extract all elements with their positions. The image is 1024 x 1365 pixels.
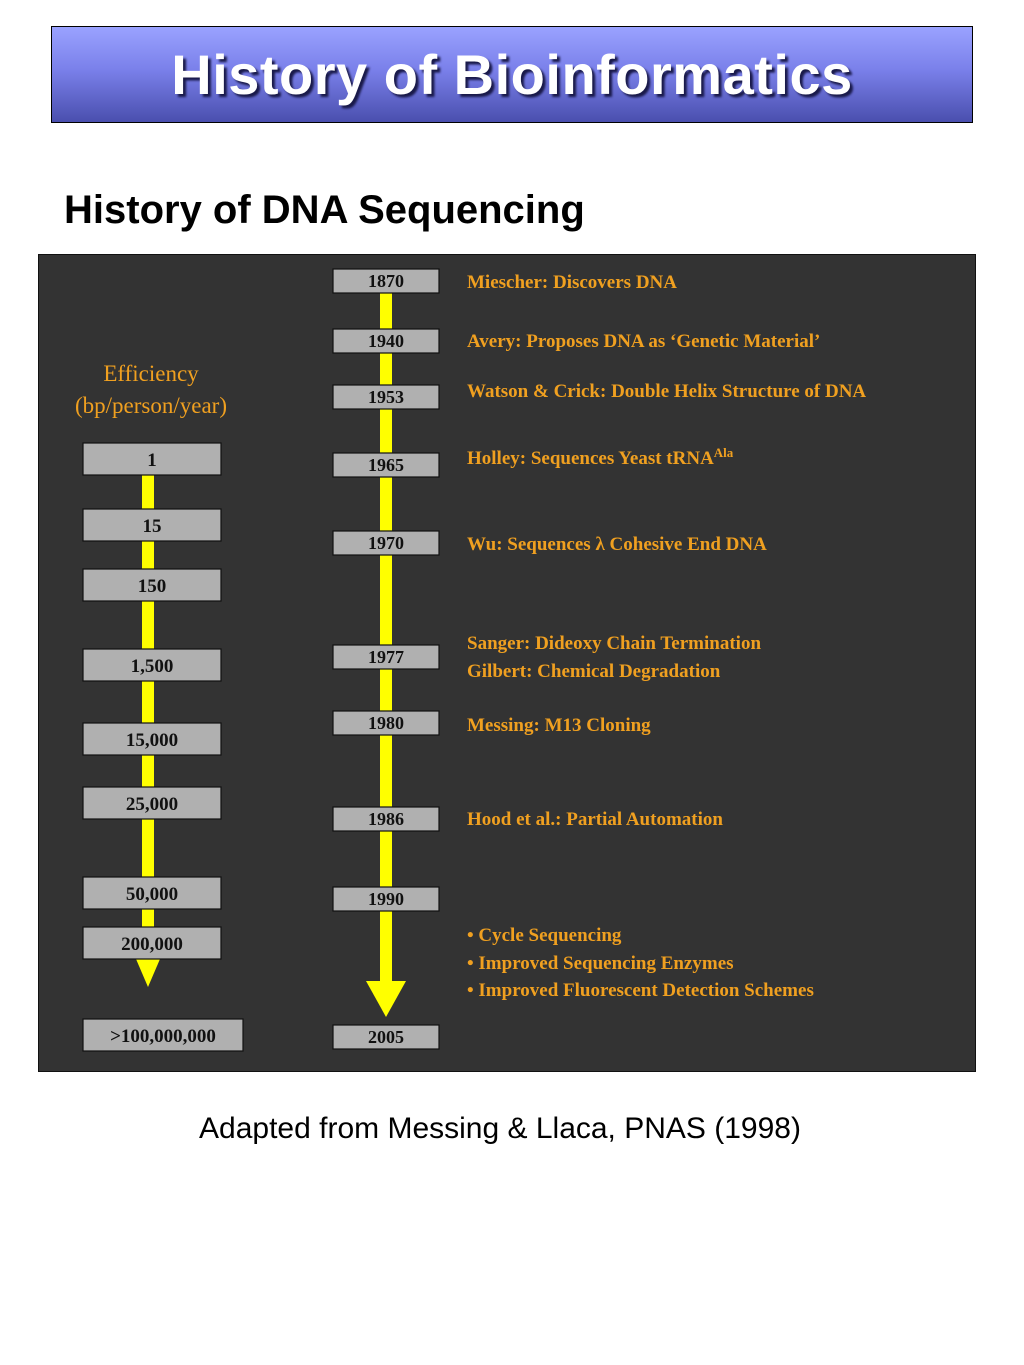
- event-label: Sanger: Dideoxy Chain Termination: [467, 633, 761, 654]
- year-label: 1990: [368, 889, 404, 909]
- year-box: [332, 710, 440, 736]
- efficiency-box: [82, 568, 222, 602]
- efficiency-box: [82, 442, 222, 476]
- year-label: 1986: [368, 809, 404, 829]
- event-label: • Cycle Sequencing: [467, 925, 622, 946]
- year-label: 1970: [368, 533, 404, 553]
- efficiency-value: 15: [143, 516, 162, 537]
- event-label: Watson & Crick: Double Helix Structure o…: [467, 381, 866, 402]
- year-box: [332, 1024, 440, 1050]
- event-label: Wu: Sequences λ Cohesive End DNA: [467, 534, 767, 555]
- efficiency-value: 50,000: [126, 884, 178, 905]
- timeline-arrow-head: [366, 981, 406, 1017]
- efficiency-box: [82, 722, 222, 756]
- event-label: • Improved Sequencing Enzymes: [467, 953, 734, 974]
- efficiency-value: 200,000: [121, 934, 183, 955]
- event-label: • Improved Fluorescent Detection Schemes: [467, 980, 814, 1001]
- efficiency-value: 1: [147, 450, 157, 471]
- year-label: 1870: [368, 271, 404, 291]
- event-superscript: Ala: [714, 445, 734, 460]
- event-label: Holley: Sequences Yeast tRNAAla: [467, 445, 734, 470]
- efficiency-value: 15,000: [126, 730, 178, 751]
- year-label: 2005: [368, 1027, 404, 1047]
- efficiency-box: [82, 876, 222, 910]
- year-box: [332, 452, 440, 478]
- source-caption: Adapted from Messing & Llaca, PNAS (1998…: [199, 1112, 801, 1145]
- event-label: Gilbert: Chemical Degradation: [467, 661, 721, 682]
- year-box: [332, 644, 440, 670]
- year-label: 1977: [368, 647, 404, 667]
- year-box: [332, 328, 440, 354]
- event-label: Avery: Proposes DNA as ‘Genetic Material…: [467, 331, 820, 352]
- event-label: Miescher: Discovers DNA: [467, 272, 677, 293]
- efficiency-box: [82, 786, 222, 820]
- efficiency-arrow-shaft: [142, 475, 154, 945]
- efficiency-value: >100,000,000: [110, 1026, 216, 1047]
- year-label: 1940: [368, 331, 404, 351]
- year-box: [332, 806, 440, 832]
- year-label: 1953: [368, 387, 404, 407]
- slide-title: History of Bioinformatics: [171, 43, 853, 106]
- efficiency-value: 150: [138, 576, 167, 597]
- efficiency-box: [82, 648, 222, 682]
- efficiency-heading-units: (bp/person/year): [75, 393, 227, 418]
- year-label: 1980: [368, 713, 404, 733]
- efficiency-value: 1,500: [131, 656, 174, 677]
- diagram-canvas: Efficiency (bp/person/year) 1 15 150 1,500 15,…: [75, 268, 866, 1052]
- dna-sequencing-diagram: Efficiency (bp/person/year) 1 15 150 1,500 15,…: [38, 254, 976, 1072]
- year-box: [332, 384, 440, 410]
- year-box: [332, 530, 440, 556]
- efficiency-value: 25,000: [126, 794, 178, 815]
- event-label: Messing: M13 Cloning: [467, 715, 651, 736]
- year-box: [332, 886, 440, 912]
- efficiency-box: [82, 508, 222, 542]
- efficiency-box: [82, 1018, 244, 1052]
- year-box: [332, 268, 440, 294]
- event-label: Hood et al.: Partial Automation: [467, 809, 723, 830]
- efficiency-heading: Efficiency: [103, 361, 199, 386]
- efficiency-box: [82, 926, 222, 960]
- year-label: 1965: [368, 455, 404, 475]
- slide-subtitle: History of DNA Sequencing: [64, 188, 585, 232]
- slide-title-bar: History of Bioinformatics: [51, 26, 973, 123]
